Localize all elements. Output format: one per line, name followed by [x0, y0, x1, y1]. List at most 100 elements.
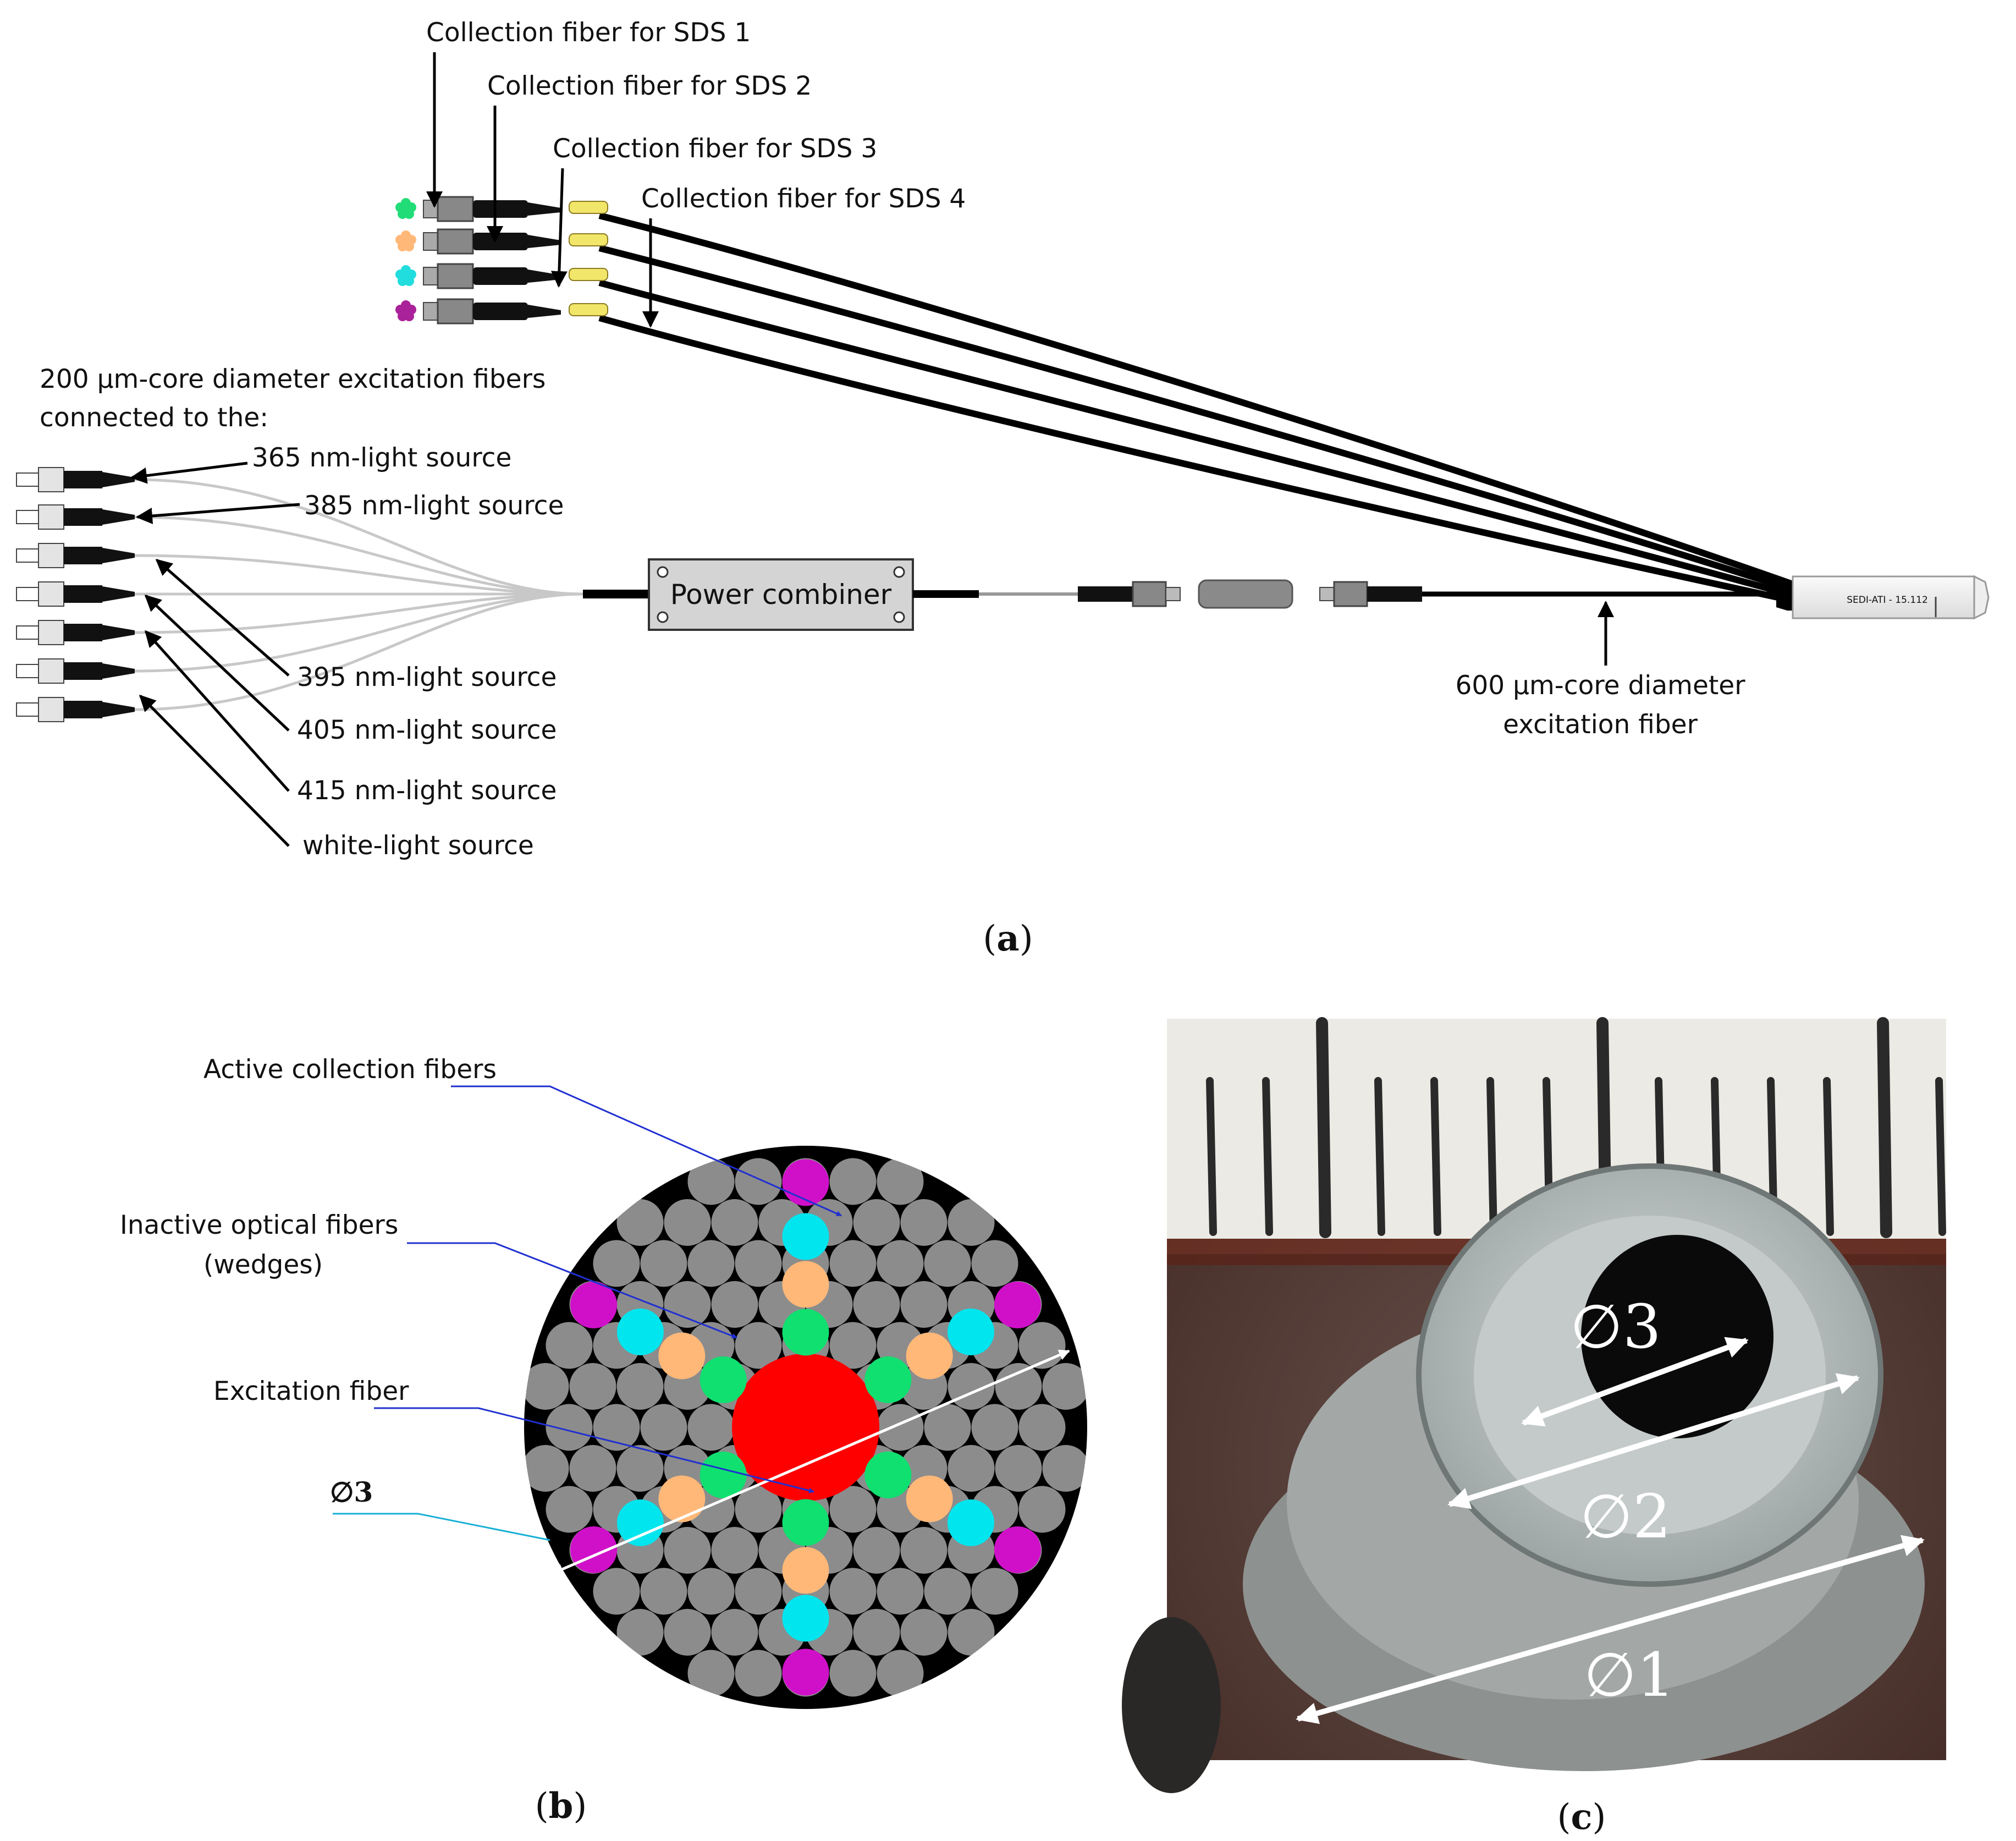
- fc-connector-2: [1333, 581, 1368, 607]
- inactive-fiber: [664, 1281, 711, 1328]
- clover-center: [403, 206, 409, 212]
- inactive-fiber: [948, 1609, 995, 1656]
- ruler-tick: [1486, 1077, 1497, 1236]
- excitation-connectors: [16, 467, 135, 722]
- inactive-fiber: [711, 1527, 758, 1574]
- inactive-fiber: [524, 1363, 569, 1410]
- active-fiber: [616, 1309, 664, 1355]
- fc-ferrule: [423, 267, 438, 285]
- connector-boot: [64, 662, 102, 680]
- probe: SEDI-ATI - 15.112: [1792, 575, 1990, 620]
- fc-ferrule: [16, 587, 39, 601]
- inactive-fiber: [924, 1240, 971, 1287]
- excitation-fan: [134, 478, 583, 711]
- active-fiber: [699, 1452, 747, 1498]
- inactive-fiber: [640, 1404, 687, 1451]
- inactive-fiber: [593, 1568, 640, 1615]
- label-collection-sds2: Collection fiber for SDS 2: [487, 71, 812, 101]
- active-fiber: [906, 1475, 953, 1523]
- ruler-tick: [1206, 1077, 1217, 1236]
- label-collection-sds4: Collection fiber for SDS 4: [641, 184, 966, 214]
- active-fiber: [782, 1499, 829, 1546]
- active-fiber: [948, 1499, 995, 1546]
- active-fiber: [658, 1332, 706, 1380]
- connector-boot: [473, 303, 528, 320]
- ruler-tick: [1316, 1017, 1331, 1238]
- label-source-385: 385 nm-light source: [304, 491, 564, 521]
- active-fiber: [782, 1309, 829, 1356]
- inactive-fiber: [829, 1240, 877, 1287]
- fc-nut: [38, 504, 64, 530]
- inactive-fiber: [829, 1568, 877, 1615]
- yellow-sleeve: [569, 268, 608, 281]
- fc-nut: [437, 228, 474, 255]
- label-d1-c: ∅1: [1584, 1640, 1675, 1710]
- collection-arrows: [426, 52, 659, 328]
- collection-cables: [598, 212, 1794, 604]
- inactive-fiber: [735, 1650, 782, 1697]
- connector-boot: [64, 508, 102, 526]
- inactive-fiber: [664, 1199, 711, 1246]
- inactive-fiber: [829, 1158, 877, 1205]
- inactive-fiber: [877, 1240, 924, 1287]
- inactive-fiber: [711, 1281, 758, 1328]
- inactive-fiber: [1042, 1363, 1087, 1410]
- fc-ferrule: [423, 232, 438, 251]
- ruler-tick: [1374, 1077, 1385, 1236]
- ruler-tick: [1935, 1077, 1946, 1236]
- label-excitation: Excitation fiber: [213, 1376, 409, 1406]
- inactive-fiber: [711, 1199, 758, 1246]
- fc-nut: [38, 620, 64, 645]
- boot-taper: [102, 472, 135, 487]
- inactive-fiber: [687, 1568, 735, 1615]
- connector-boot: [473, 200, 528, 218]
- label-inactive-2: (wedges): [203, 1250, 323, 1280]
- active-fiber: [782, 1595, 829, 1642]
- inactive-fiber: [687, 1158, 735, 1205]
- active-fiber: [994, 1526, 1041, 1573]
- active-fiber: [699, 1356, 747, 1403]
- boot-taper: [102, 663, 135, 679]
- inactive-fiber: [569, 1445, 616, 1492]
- boot-taper: [102, 586, 135, 602]
- inactive-fiber: [900, 1199, 948, 1246]
- power-combiner-box: Power combiner: [648, 558, 914, 631]
- inactive-fiber: [593, 1240, 640, 1287]
- active-fiber: [782, 1547, 829, 1594]
- d3-arrow-b: [552, 1349, 1070, 1575]
- inactive-fiber: [900, 1281, 948, 1328]
- inactive-fiber: [971, 1568, 1018, 1615]
- probe-text: SEDI-ATI - 15.112: [1847, 595, 1928, 606]
- connector-boot: [64, 547, 102, 564]
- boot-taper: [528, 270, 561, 283]
- inactive-fiber: [569, 1363, 616, 1410]
- label-d3-c: ∅3: [1570, 1292, 1661, 1362]
- label-600um-2: excitation fiber: [1503, 710, 1698, 740]
- active-fiber: [616, 1499, 664, 1546]
- leader-lines: [333, 1085, 842, 1541]
- inactive-fiber: [640, 1568, 687, 1615]
- label-source-405: 405 nm-light source: [297, 715, 557, 745]
- fc-nut: [38, 697, 64, 722]
- diameter-arrows: [1296, 1337, 1925, 1724]
- inactive-fiber: [735, 1158, 782, 1205]
- inactive-fiber: [924, 1568, 971, 1615]
- fc-nut: [38, 543, 64, 568]
- inactive-fiber: [524, 1445, 569, 1492]
- label-excitation-header-1: 200 µm-core diameter excitation fibers: [40, 364, 546, 394]
- fc-nut: [38, 658, 64, 684]
- fc-nut: [437, 196, 474, 222]
- active-fiber: [864, 1356, 912, 1403]
- connector-boot: [64, 701, 102, 718]
- label-excitation-header-2: connected to the:: [40, 403, 268, 433]
- label-source-395: 395 nm-light source: [297, 662, 557, 693]
- inactive-fiber: [900, 1609, 948, 1656]
- label-inactive-1: Inactive optical fibers: [120, 1210, 398, 1240]
- inactive-fiber: [711, 1609, 758, 1656]
- boot-taper: [528, 202, 561, 216]
- boot-taper: [528, 305, 561, 318]
- ruler-tick: [1430, 1077, 1441, 1236]
- label-d3-b: ∅3: [330, 1476, 373, 1508]
- inactive-fiber: [877, 1404, 924, 1451]
